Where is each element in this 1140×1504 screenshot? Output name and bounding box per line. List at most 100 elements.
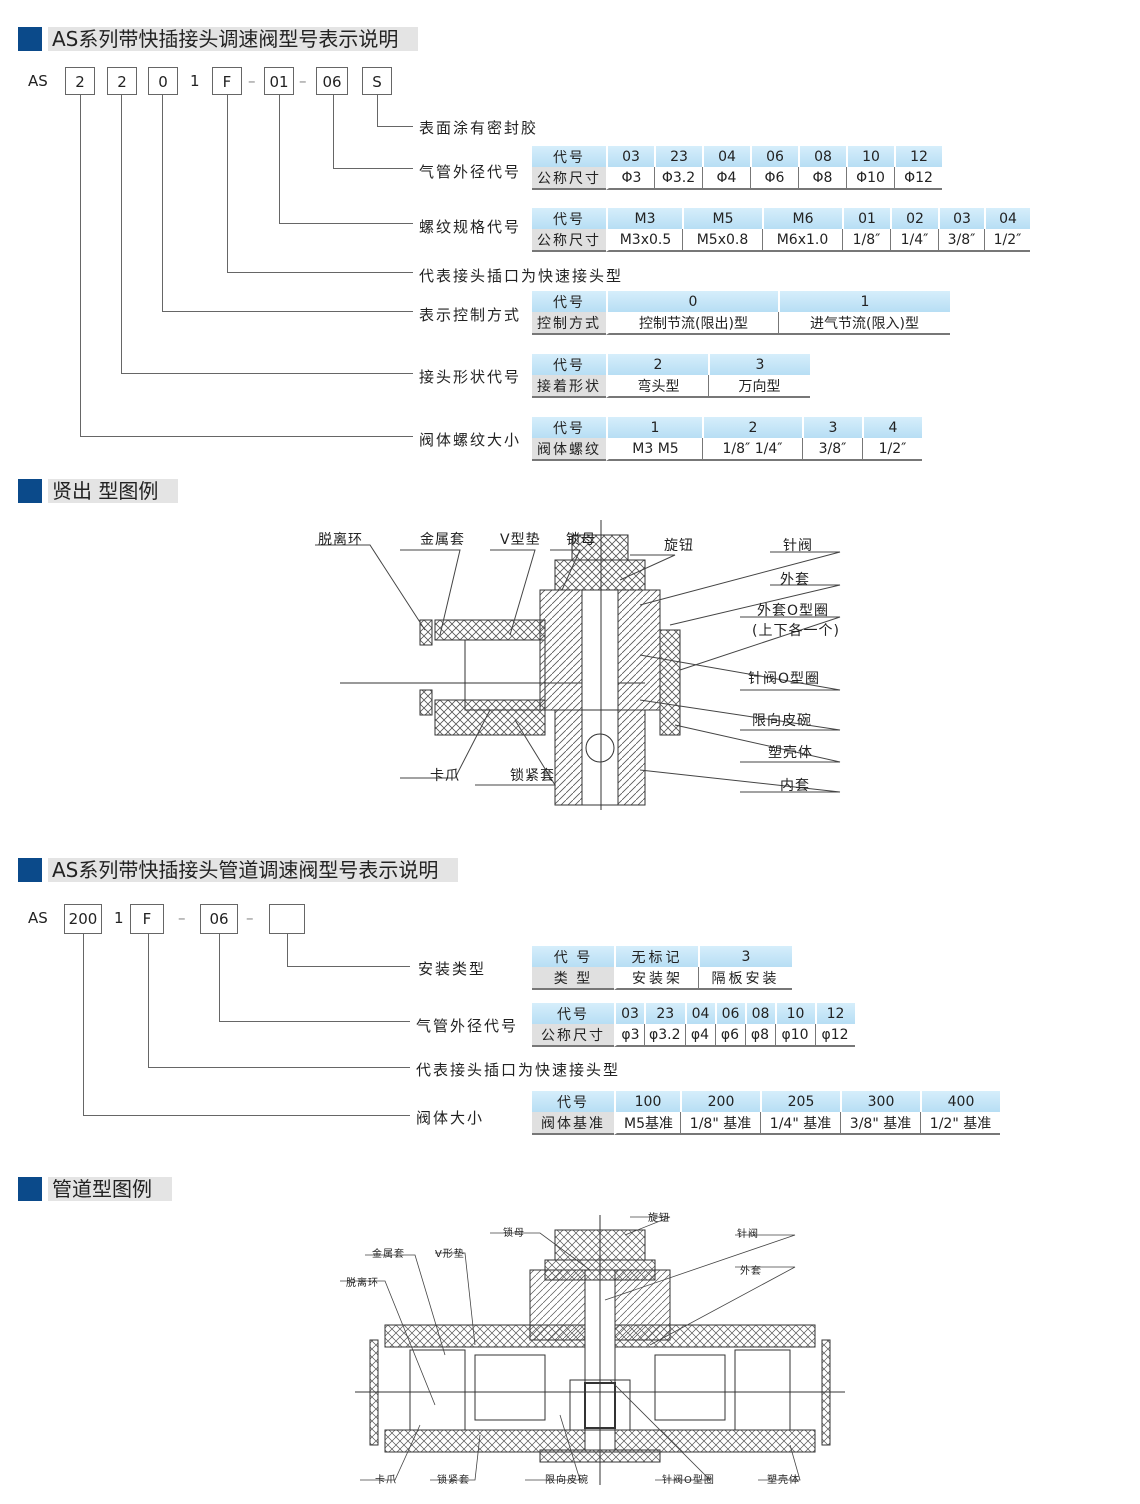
item-label-quick-connector: 代表接头插口为快速接头型 xyxy=(416,1061,621,1079)
table-cell: 04 xyxy=(684,1003,715,1024)
table-cell: 4 xyxy=(862,417,922,438)
label-needle: 针阀 xyxy=(783,538,813,554)
table-key: 代 号 xyxy=(532,946,614,967)
table-tube-od-inline: 代号 03 23 04 06 08 10 12 公称尺寸 φ3 φ3.2 φ4 … xyxy=(532,1003,855,1047)
section-marker xyxy=(18,27,42,51)
table-cell: 04 xyxy=(984,208,1030,229)
table-cell: 400 xyxy=(920,1091,1000,1112)
table-cell: Φ3.2 xyxy=(654,167,702,190)
code-box-mount xyxy=(269,904,305,934)
section-marker xyxy=(18,1177,42,1201)
label-claw: 卡爪 xyxy=(430,768,460,784)
table-cell: 1 xyxy=(606,417,702,438)
section-title: 管道型图例 xyxy=(48,1177,172,1201)
section-marker xyxy=(18,479,42,503)
table-key: 代号 xyxy=(532,354,606,375)
table-cell: Φ12 xyxy=(894,167,942,190)
table-cell: 3 xyxy=(698,946,792,967)
table-cell: 无标记 xyxy=(614,946,698,967)
table-cell: 2 xyxy=(702,417,802,438)
table-cell: 02 xyxy=(890,208,938,229)
code-box-tube: 06 xyxy=(200,904,238,934)
table-control: 代号 0 1 控制方式 控制节流(限出)型 进气节流(限入)型 xyxy=(532,291,950,335)
table-thread: 代号 M3 M5 M6 01 02 03 04 公称尺寸 M3x0.5 M5x0… xyxy=(532,208,1030,252)
code-box-body-thread: 2 xyxy=(65,67,95,95)
table-cell: 100 xyxy=(614,1091,680,1112)
label-knob: 旋钮 xyxy=(664,538,694,554)
label-metal-sleeve: 金属套 xyxy=(372,1249,405,1260)
label-oring-note: (上下各一个) xyxy=(752,623,840,639)
table-cell: Φ4 xyxy=(702,167,750,190)
table-key: 公称尺寸 xyxy=(532,229,606,252)
table-key: 控制方式 xyxy=(532,312,606,335)
table-cell: 1/4″ xyxy=(890,229,938,252)
table-cell: 1/2″ xyxy=(984,229,1030,252)
table-cell: M5x0.8 xyxy=(682,229,762,252)
table-cell: Φ3 xyxy=(606,167,654,190)
table-cell: 10 xyxy=(846,146,894,167)
table-key: 代号 xyxy=(532,417,606,438)
table-cell: 04 xyxy=(702,146,750,167)
item-label-quick-connector: 代表接头插口为快速接头型 xyxy=(419,267,624,285)
table-cell: 万向型 xyxy=(708,375,810,398)
label-lock-nut: 锁母 xyxy=(503,1228,525,1239)
label-cup-seal: 限向皮碗 xyxy=(545,1475,589,1486)
table-cell: 1/8" 基准 xyxy=(680,1112,760,1135)
table-cell: 隔板安装 xyxy=(698,967,792,990)
label-lock-sleeve: 锁紧套 xyxy=(437,1475,470,1486)
table-cell: 03 xyxy=(606,146,654,167)
section-marker xyxy=(18,858,42,882)
table-key: 代号 xyxy=(532,1003,614,1024)
table-key: 代号 xyxy=(532,1091,614,1112)
table-key: 代号 xyxy=(532,291,606,312)
code-plain: 1 xyxy=(114,909,124,927)
section-title: 贤出 型图例 xyxy=(48,479,179,503)
table-cell: 1/8″ 1/4″ xyxy=(702,438,802,461)
code-box-quick: F xyxy=(130,904,164,934)
table-key: 代号 xyxy=(532,146,606,167)
table-cell: M5基准 xyxy=(614,1112,680,1135)
table-key: 代号 xyxy=(532,208,606,229)
table-cell: 23 xyxy=(654,146,702,167)
table-cell: 3/8″ xyxy=(802,438,862,461)
table-cell: φ3 xyxy=(614,1024,644,1047)
section-title: AS系列带快插接头调速阀型号表示说明 xyxy=(48,27,419,51)
label-inner-sleeve: 内套 xyxy=(780,778,810,794)
label-needle-oring: 针阀O型圈 xyxy=(662,1475,715,1486)
table-cell: 3/8″ xyxy=(938,229,984,252)
table-cell: 23 xyxy=(644,1003,685,1024)
table-cell: 1/2" 基准 xyxy=(920,1112,1000,1135)
table-cell: 10 xyxy=(774,1003,815,1024)
table-cell: 1/2″ xyxy=(862,438,922,461)
item-label-tube-od: 气管外径代号 xyxy=(419,163,522,181)
label-claw: 卡爪 xyxy=(375,1475,397,1486)
label-v-gasket: V型垫 xyxy=(500,532,541,548)
table-cell: 01 xyxy=(842,208,890,229)
section-header-model-code: AS系列带快插接头调速阀型号表示说明 xyxy=(18,26,419,52)
table-key: 阀体基准 xyxy=(532,1112,614,1135)
code-dash: – xyxy=(299,72,307,90)
item-label-mount-type: 安装类型 xyxy=(418,960,487,978)
table-cell: 控制节流(限出)型 xyxy=(606,312,778,335)
inline-valve-cross-section xyxy=(340,1215,845,1485)
label-metal-sleeve: 金属套 xyxy=(420,532,465,548)
label-release-ring: 脱离环 xyxy=(318,532,363,548)
table-cell: 1/8″ xyxy=(842,229,890,252)
table-cell: M5 xyxy=(682,208,762,229)
label-cup-seal: 限向皮碗 xyxy=(752,713,812,729)
table-cell: Φ6 xyxy=(750,167,798,190)
code-box-thread: 01 xyxy=(264,67,294,95)
table-cell: 3/8" 基准 xyxy=(840,1112,920,1135)
code-box-tube: 06 xyxy=(316,67,348,95)
section-header-inline-diagram: 管道型图例 xyxy=(18,1176,172,1202)
table-cell: 进气节流(限入)型 xyxy=(778,312,950,335)
label-lock-nut: 锁母 xyxy=(566,532,596,548)
table-cell: 12 xyxy=(894,146,942,167)
item-label-control: 表示控制方式 xyxy=(419,306,522,324)
table-key: 阀体螺纹 xyxy=(532,438,606,461)
table-cell: M3 M5 xyxy=(606,438,702,461)
table-cell: M3 xyxy=(606,208,682,229)
table-cell: 2 xyxy=(606,354,708,375)
code-plain: 1 xyxy=(190,72,200,90)
table-cell: 205 xyxy=(760,1091,840,1112)
